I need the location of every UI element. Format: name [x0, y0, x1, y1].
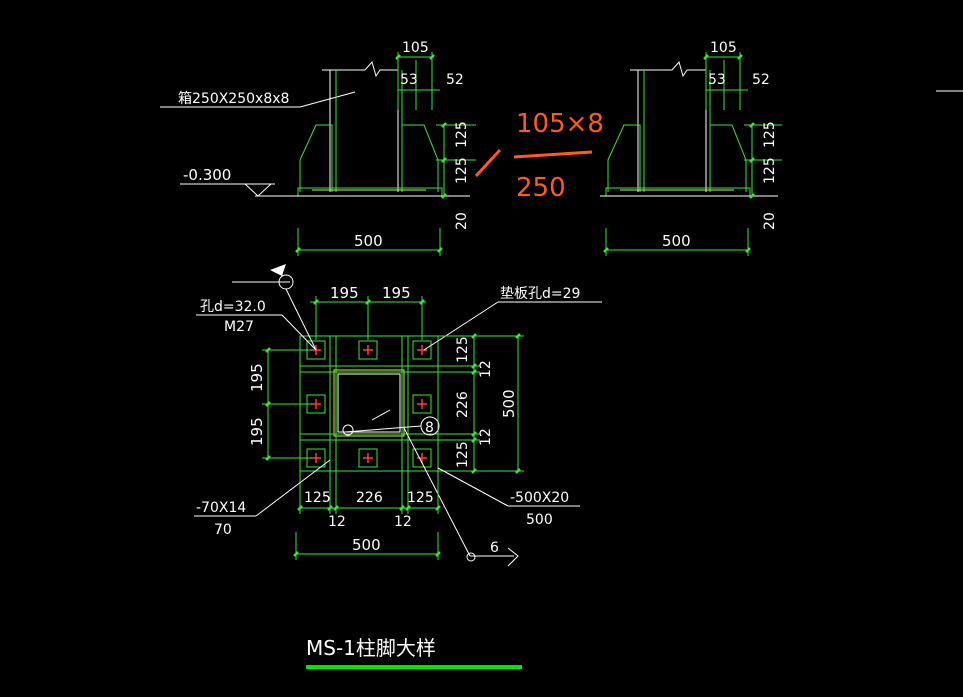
bolt-center-mark: [363, 345, 373, 355]
bolt-washer: [412, 448, 432, 468]
bottom-dim-4: 12: [328, 514, 346, 530]
dim-52: 52: [446, 72, 464, 88]
hw-numerator: 105×8: [516, 109, 604, 139]
dim-125b: 125: [454, 157, 470, 184]
right-dim-4: 12: [478, 428, 494, 446]
bolt-center-mark: [417, 345, 427, 355]
base-plate: [297, 187, 443, 197]
bolt-washer: [358, 448, 378, 468]
base-plate-r: [605, 187, 751, 197]
dim-125a: 125: [454, 121, 470, 148]
bottom-dim-2: 226: [356, 490, 383, 506]
dim-52-r: 52: [752, 72, 770, 88]
dim-53-r: 53: [708, 72, 726, 88]
left-dim-2: 195: [248, 417, 266, 446]
dim-53: 53: [400, 72, 418, 88]
stiffener-width: 70: [214, 522, 232, 538]
hole-label: 孔d=32.0: [200, 299, 266, 315]
bolt-center-mark: [417, 399, 427, 409]
bolt-washer: [412, 340, 432, 360]
plate-spec: -500X20: [510, 490, 569, 506]
bolt-washer: [412, 394, 432, 414]
bolt-label: M27: [224, 319, 254, 335]
washer-label: 垫板孔d=29: [500, 286, 580, 302]
bolt-washer: [358, 340, 378, 360]
break-line-r: [630, 60, 706, 78]
bolt-center-mark: [417, 453, 427, 463]
elevation-right: 105 53 52 125 125 20 500: [600, 40, 963, 256]
dim-105-r: 105: [710, 40, 737, 56]
elevation-left: 箱250X250x8x8 -0.300 105 53 52: [160, 40, 476, 256]
right-dim-2: 12: [478, 360, 494, 378]
slash-mark: [474, 148, 502, 178]
section-leader-diag: [299, 91, 356, 108]
bolt-center-mark: [311, 399, 321, 409]
left-dim-1: 195: [248, 363, 266, 392]
dim-20-r: 20: [762, 212, 778, 230]
dim-500-r: 500: [662, 232, 691, 250]
bolt-center-mark: [311, 453, 321, 463]
stiffener-right: [401, 124, 439, 192]
bottom-dim-3: 125: [407, 490, 434, 506]
level-label: -0.300: [183, 166, 231, 184]
plate-width: 500: [526, 512, 553, 528]
weld-mark: 6: [490, 540, 499, 556]
bottom-dim-1: 125: [304, 490, 331, 506]
break-line: [322, 60, 398, 78]
level-triangle: [244, 183, 272, 197]
right-dim-1: 125: [455, 336, 471, 363]
overall-height: 500: [500, 389, 518, 418]
stiffener-left: [299, 124, 333, 192]
dim-105: 105: [402, 40, 429, 56]
right-dim-5: 125: [455, 441, 471, 468]
stiffener-spec: -70X14: [196, 500, 246, 516]
column-box: [333, 369, 405, 437]
stiffener-left-r: [607, 124, 641, 192]
column-inner: [337, 373, 401, 433]
dim-125b-r: 125: [762, 157, 778, 184]
bolt-group: [306, 340, 432, 468]
bottom-dim-5: 12: [394, 514, 412, 530]
section-label: 箱250X250x8x8: [178, 91, 289, 107]
hw-denominator: 250: [516, 173, 566, 203]
dim-125a-r: 125: [762, 121, 778, 148]
fraction-bar: [513, 150, 593, 159]
drawing-title: MS-1柱脚大样: [306, 636, 436, 660]
right-dim-3: 226: [455, 391, 471, 418]
stiffener-right-r: [709, 124, 747, 192]
overall-width: 500: [352, 536, 381, 554]
top-dim-2: 195: [382, 284, 411, 302]
bolt-center-mark: [363, 453, 373, 463]
top-dim-1: 195: [330, 284, 359, 302]
weld-size: 8: [425, 420, 434, 436]
plan-view: 8 6 孔d=32.0 M27 垫板孔d=29 195 195: [194, 264, 602, 567]
dim-500: 500: [354, 232, 383, 250]
handwritten-note: 105×8 250: [474, 109, 604, 203]
dim-20: 20: [454, 212, 470, 230]
